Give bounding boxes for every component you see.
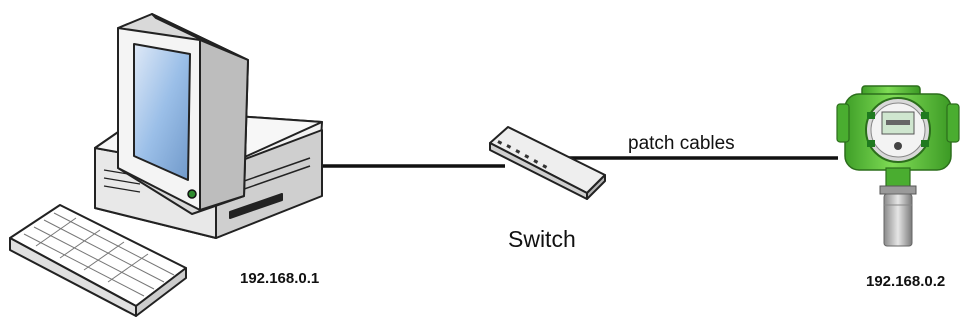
keyboard-icon <box>9 204 187 317</box>
device-ip-label: 192.168.0.2 <box>866 273 946 290</box>
gas-detector-icon <box>836 85 960 247</box>
desktop-computer-icon <box>94 13 323 239</box>
patch-cables-label: patch cables <box>628 133 735 154</box>
switch-label: Switch <box>508 226 576 252</box>
pc-ip-label: 192.168.0.1 <box>240 270 320 287</box>
network-switch-icon <box>489 126 606 200</box>
